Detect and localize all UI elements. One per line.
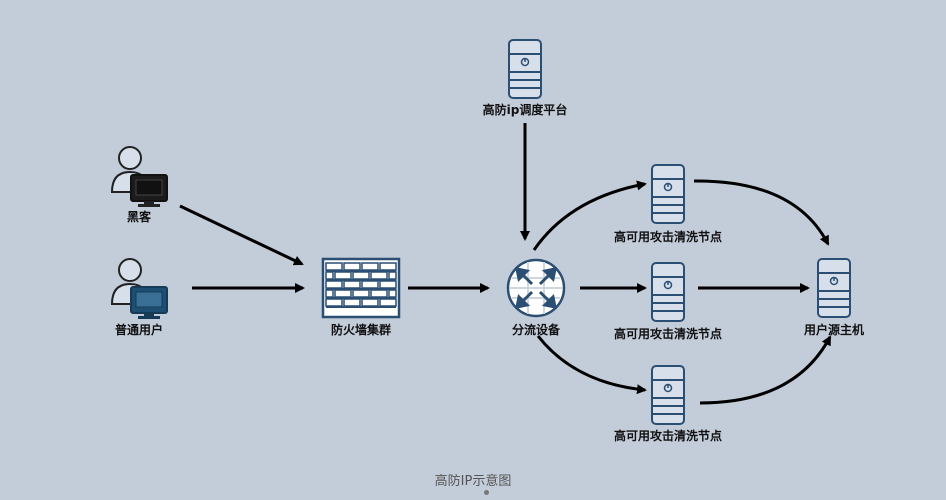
node-bot-label: 高可用攻击清洗节点: [613, 429, 723, 443]
node-bot-server-icon: [651, 365, 685, 425]
origin-label: 用户源主机: [803, 323, 865, 337]
firewall-icon: [321, 257, 401, 319]
arrow-hacker-firewall: [179, 204, 304, 266]
arrow-splitter-node-bot: [536, 335, 647, 395]
normal-user-icon: [111, 258, 168, 319]
scheduler-server-icon: [508, 39, 542, 99]
arrow-splitter-node-top: [532, 180, 647, 251]
figure-caption: 高防IP示意图: [434, 474, 512, 489]
node-top-server-icon: [651, 164, 685, 224]
hacker-icon: [111, 146, 168, 207]
hacker-label: 黑客: [126, 210, 152, 224]
scheduler-label: 高防ip调度平台: [482, 103, 568, 117]
pagination-dot[interactable]: [484, 490, 489, 495]
origin-server-icon: [817, 258, 851, 318]
node-top-label: 高可用攻击清洗节点: [613, 230, 723, 244]
normal-user-label: 普通用户: [114, 323, 164, 337]
node-mid-server-icon: [651, 262, 685, 322]
splitter-label: 分流设备: [511, 323, 561, 337]
arrow-node-bot-origin: [699, 335, 832, 405]
arrow-node-top-origin: [693, 179, 830, 246]
splitter-icon: [506, 258, 566, 318]
firewall-label: 防火墙集群: [330, 323, 392, 337]
node-mid-label: 高可用攻击清洗节点: [613, 327, 723, 341]
